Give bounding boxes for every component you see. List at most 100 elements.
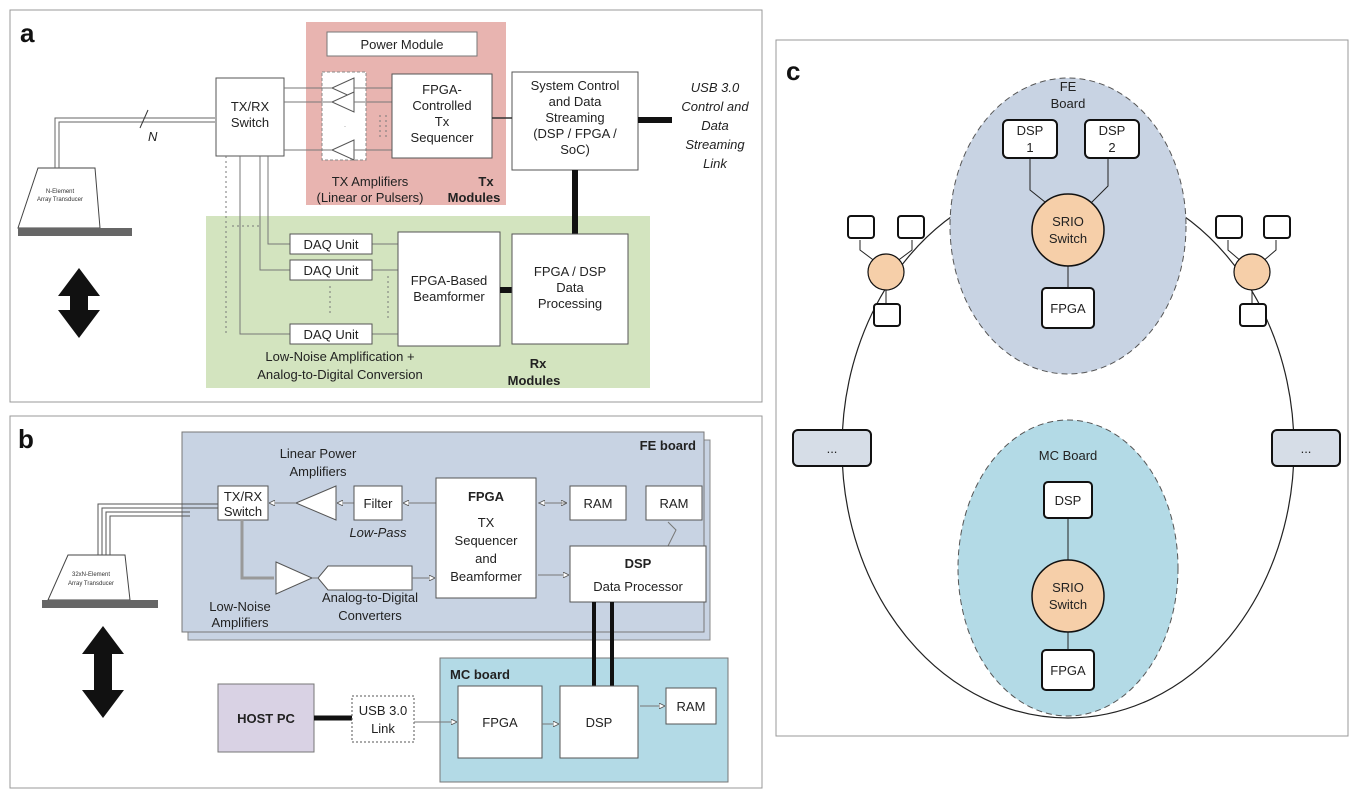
mc-ram-b-label: RAM xyxy=(677,699,706,714)
dsp2-line2: 2 xyxy=(1108,140,1115,155)
right-node xyxy=(1215,215,1291,327)
mc-ram-b xyxy=(665,687,717,725)
tx-amp-ellipsis: · xyxy=(344,124,346,130)
filter-label: Filter xyxy=(364,496,394,511)
right-node-box-1 xyxy=(1215,215,1243,239)
usb-a-line1: USB 3.0 xyxy=(691,80,740,95)
bus-to-switch-a xyxy=(54,109,215,168)
fpga-dsp-processing xyxy=(511,233,629,345)
dsp1-link xyxy=(1029,156,1051,207)
power-module xyxy=(326,31,478,57)
adc-shape xyxy=(317,565,413,591)
daq-unit-1-label: DAQ Unit xyxy=(304,237,359,252)
ram-dsp-arrow xyxy=(667,521,677,547)
n-label: N xyxy=(148,129,158,144)
fe-board-c-line2: Board xyxy=(1051,96,1086,111)
mc-fpga-b xyxy=(457,685,543,759)
adc-line2: Converters xyxy=(338,608,402,623)
processing-line3: Processing xyxy=(538,296,602,311)
host-pc xyxy=(217,683,315,753)
daq-unit-2 xyxy=(289,259,373,281)
fpga-b-line4: Beamformer xyxy=(450,569,522,584)
tx-amps-line2: (Linear or Pulsers) xyxy=(317,190,424,205)
switch-to-lna-path xyxy=(240,520,274,580)
translation-arrow-b xyxy=(82,626,124,718)
sys-ctrl-line1: System Control xyxy=(531,78,620,93)
fe-board-label: FE board xyxy=(640,438,696,453)
txrx-a-line1: TX/RX xyxy=(231,99,270,114)
fe-board-c-line1: FE xyxy=(1060,79,1077,94)
filter-box xyxy=(353,485,403,521)
ram-b1 xyxy=(569,485,627,521)
linear-power-line1: Linear Power xyxy=(280,446,357,461)
daq-unit-3-label: DAQ Unit xyxy=(304,327,359,342)
processing-line2: Data xyxy=(556,280,584,295)
fpga-b xyxy=(435,477,537,599)
transducer-a-line1: N-Element xyxy=(46,189,75,195)
fpga-tx-sequencer xyxy=(391,73,493,159)
daq-unit-1 xyxy=(289,233,373,255)
srio-switch-mc xyxy=(1031,559,1105,633)
srio-switch-fe xyxy=(1031,193,1105,267)
ellipsis-box-left xyxy=(792,429,872,467)
lna-line2: Analog-to-Digital Conversion xyxy=(257,367,422,382)
rx-lines-a xyxy=(225,156,398,335)
low-noise-line2: Amplifiers xyxy=(211,615,269,630)
mc-dsp-b xyxy=(559,685,639,759)
txrx-switch-a xyxy=(215,77,285,157)
bus-to-switch-b xyxy=(97,503,218,555)
txrx-b-line2: Switch xyxy=(224,504,262,519)
usb-link-line2: Link xyxy=(371,721,395,736)
usb-a-line2: Control and xyxy=(681,99,749,114)
right-node-switch xyxy=(1233,253,1271,291)
mc-fpga-b-label: FPGA xyxy=(482,715,518,730)
beamformer-line2: Beamformer xyxy=(413,289,485,304)
txrx-b-line1: TX/RX xyxy=(224,489,263,504)
usb-a-line4: Streaming xyxy=(685,137,745,152)
system-control-box xyxy=(511,71,639,171)
host-pc-label: HOST PC xyxy=(237,711,295,726)
panel-c-letter: c xyxy=(786,56,800,86)
lna-line1: Low-Noise Amplification + xyxy=(265,349,414,364)
ram-b2 xyxy=(645,485,703,521)
dsp1-box xyxy=(1002,119,1058,159)
adc-line1: Analog-to-Digital xyxy=(322,590,418,605)
ram-b2-label: RAM xyxy=(660,496,689,511)
fpga-fe-c xyxy=(1041,287,1095,329)
fpga-tx-line2: Controlled xyxy=(412,98,471,113)
fpga-b-line1: TX xyxy=(478,515,495,530)
sys-ctrl-line2: and Data xyxy=(549,94,603,109)
sys-ctrl-line3: Streaming xyxy=(545,110,604,125)
mc-dsp-b-label: DSP xyxy=(586,715,613,730)
sys-ctrl-line4: (DSP / FPGA / xyxy=(533,126,617,141)
tx-modules-line1: Tx xyxy=(478,174,494,189)
left-node-box-2 xyxy=(897,215,925,239)
usb-a-line5: Link xyxy=(703,156,728,171)
transducer-b-line1: 32xN-Element xyxy=(72,572,110,578)
transducer-a-line2: Array Transducer xyxy=(37,197,83,203)
fpga-tx-line3: Tx xyxy=(435,114,450,129)
left-node xyxy=(847,215,925,327)
fpga-tx-line4: Sequencer xyxy=(411,130,475,145)
dsp2-link xyxy=(1087,156,1109,207)
ellipsis-box-right xyxy=(1271,429,1341,467)
fpga-b-line2: Sequencer xyxy=(455,533,519,548)
fpga-mc-c-label: FPGA xyxy=(1050,663,1086,678)
dsp1-line2: 1 xyxy=(1026,140,1033,155)
linear-power-line2: Amplifiers xyxy=(289,464,347,479)
processing-line1: FPGA / DSP xyxy=(534,264,606,279)
power-module-label: Power Module xyxy=(360,37,443,52)
rx-modules-line1: Rx xyxy=(530,356,547,371)
ram-b1-label: RAM xyxy=(584,496,613,511)
dsp2-box xyxy=(1084,119,1140,159)
rx-modules-line2: Modules xyxy=(508,373,561,388)
beamformer-line1: FPGA-Based xyxy=(411,273,488,288)
panel-b: b FE board 32xN-Element Array Transducer… xyxy=(9,415,763,789)
usb-a-line3: Data xyxy=(701,118,728,133)
mc-dsp-c-label: DSP xyxy=(1055,493,1082,508)
fpga-mc-c xyxy=(1041,649,1095,691)
tx-amps-line1: TX Amplifiers xyxy=(332,174,409,189)
lna-triangle xyxy=(275,561,314,595)
left-node-switch xyxy=(867,253,905,291)
